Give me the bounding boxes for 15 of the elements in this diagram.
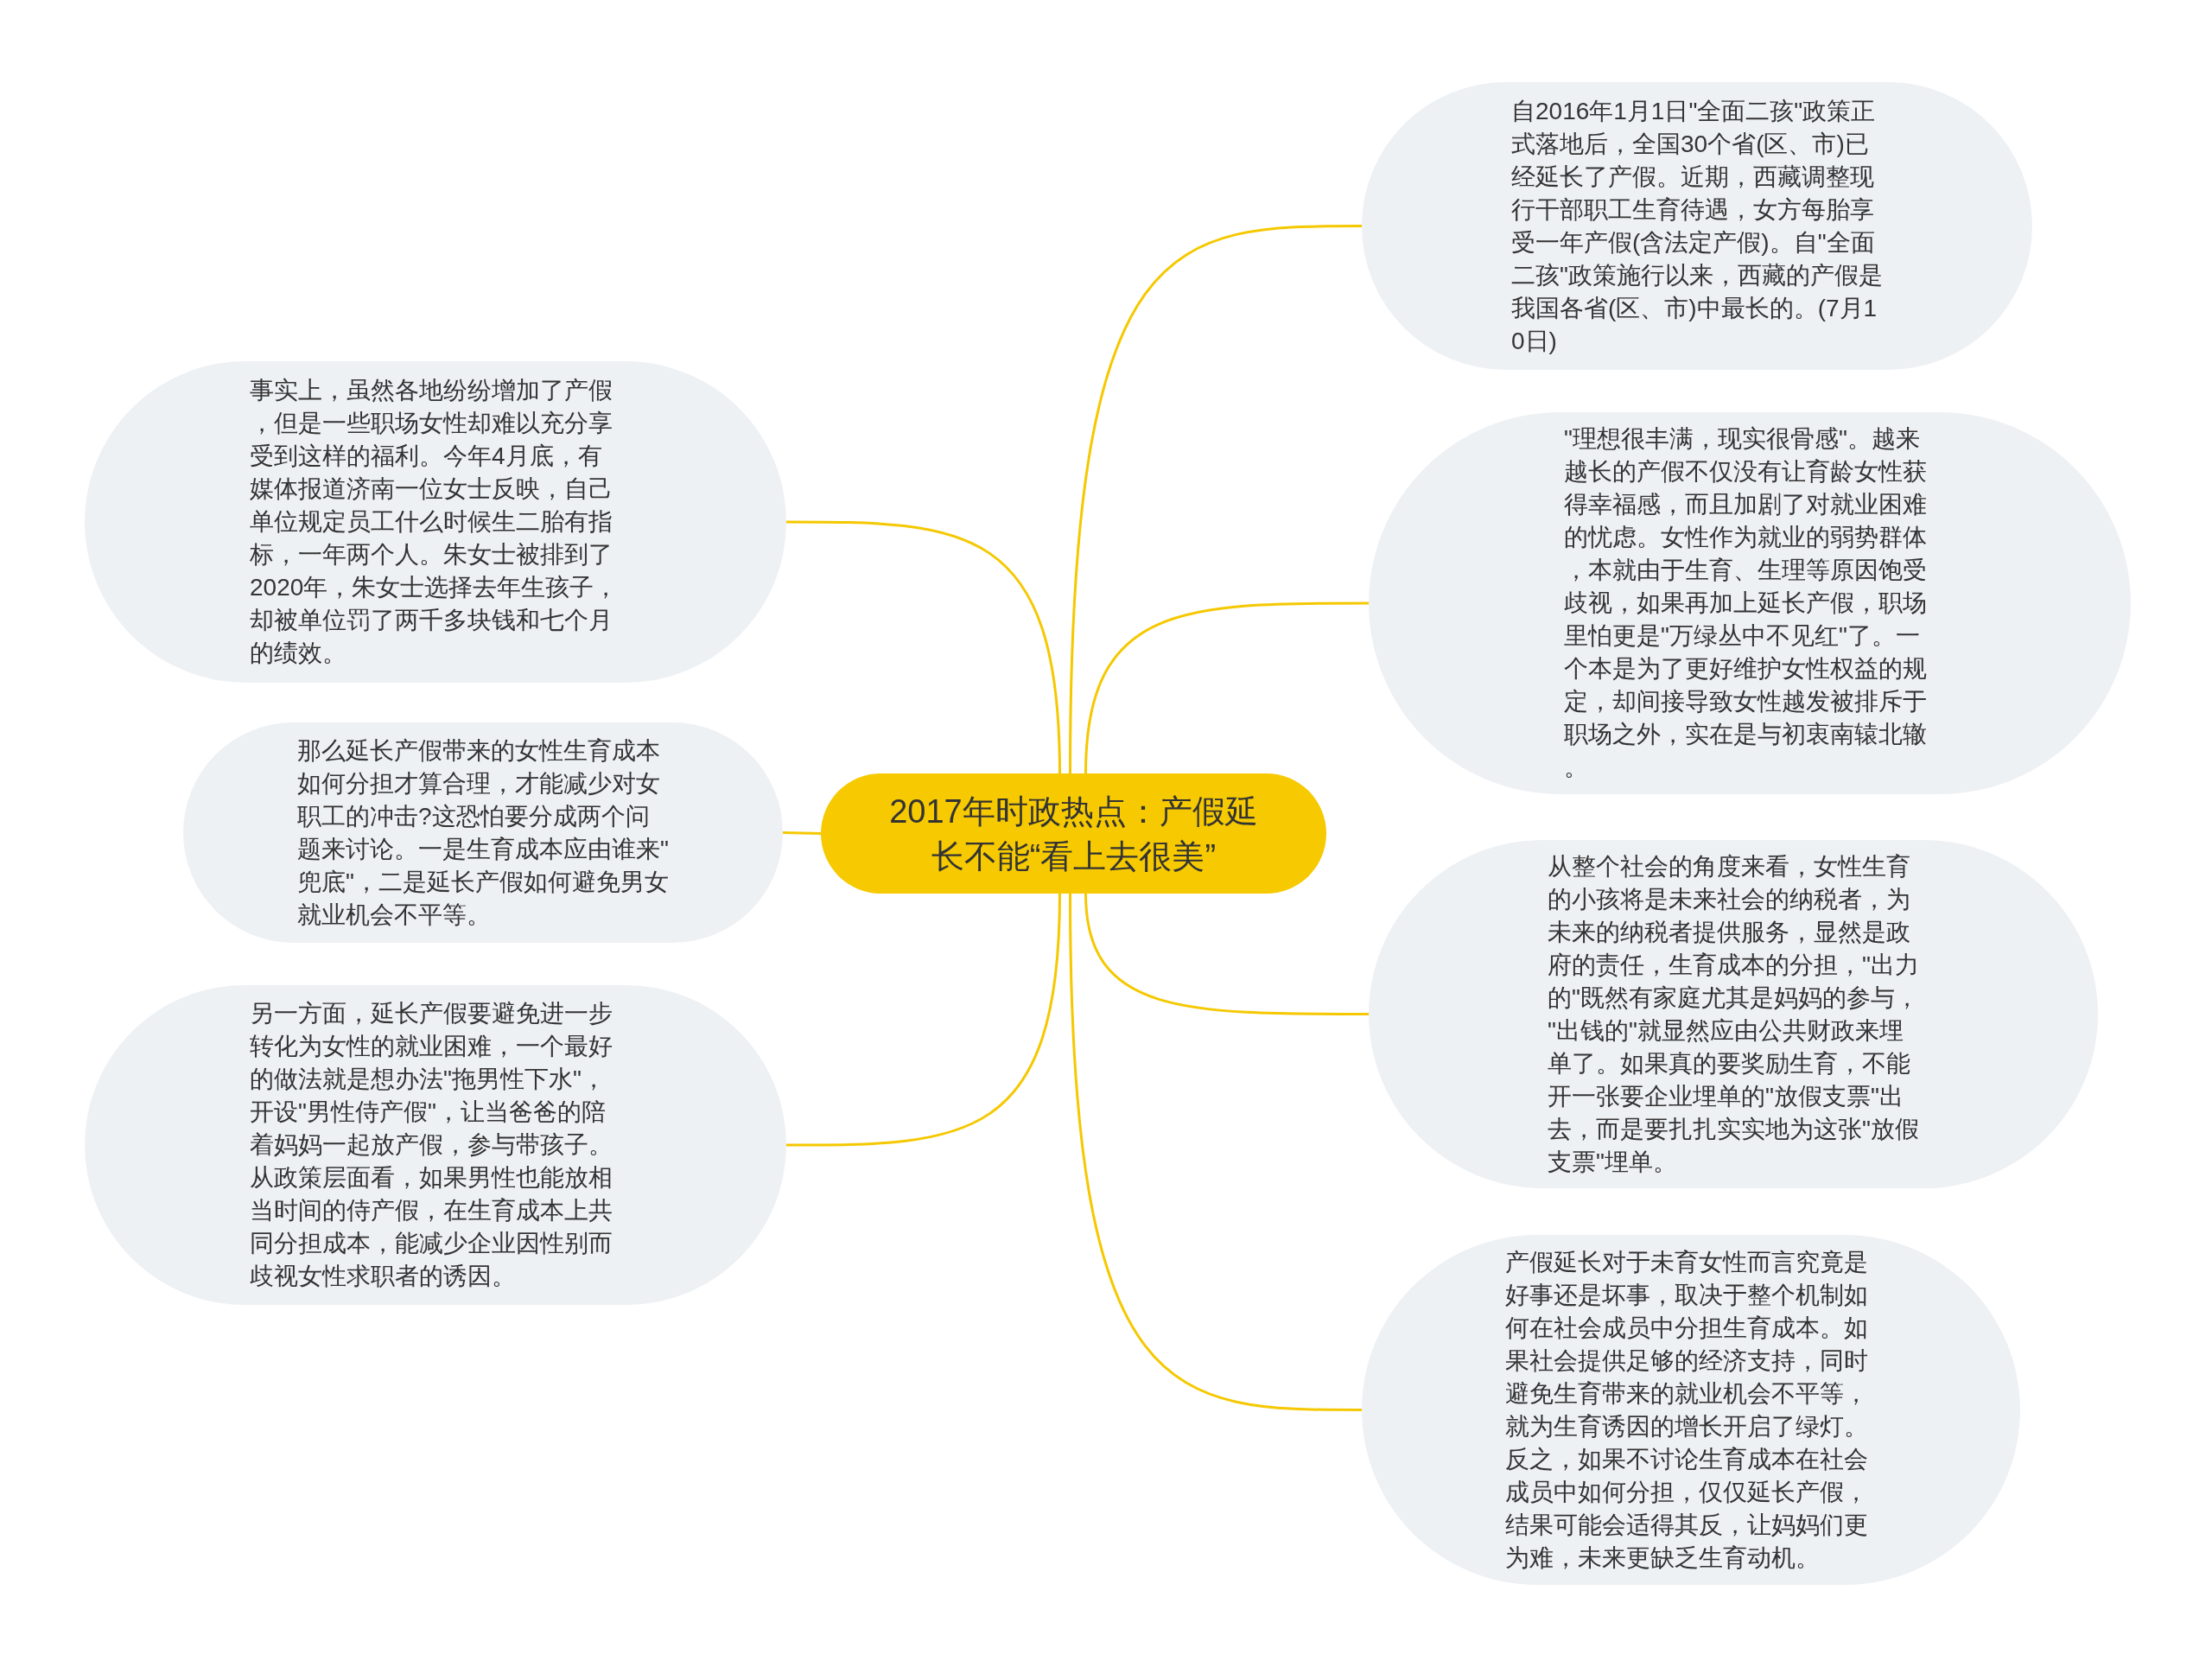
connector-line <box>1069 225 1362 774</box>
node-text: 事实上，虽然各地纷纷增加了产假，但是一些职场女性却难以充分享受到这样的福利。今年4月底，有媒体报道济南一位女士反映，自己单位规定员工什么时候生二胎有指标，一年两个人。朱女士被排到了2020年，朱女士选择去年生孩子，却被单位罚了两千多块钱和七个月的绩效。 <box>250 376 620 668</box>
node-text: 2017年时政热点：产假延长不能“看上去很美” <box>888 792 1259 876</box>
connector-line <box>1084 601 1369 774</box>
node-text: 自2016年1月1日"全面二孩"政策正式落地后，全国30个省(区、市)已经延长了产假。近期，西藏调整现行干部职工生育待遇，女方每胎享受一年产假(含法定产假)。自"全面二孩"政策施行以来，西藏的产假是我国各省(区、市)中最长的。(7月10日) <box>1511 96 1883 356</box>
connector-line <box>1084 893 1369 1015</box>
node-text: 另一方面，延长产假要避免进一步转化为女性的就业困难，一个最好的做法就是想办法"拖男性下水"，开设"男性侍产假"，让当爸爸的陪着妈妈一起放产假，参与带孩子。从政策层面看，如果男性也能放相当时间的侍产假，在生育成本上共同分担成本，能减少企业因性别而歧视女性求职者的诱因。 <box>250 999 613 1291</box>
node-text: 从整个社会的角度来看，女性生育的小孩将是未来社会的纳税者，为未来的纳税者提供服务，显然是政府的责任，生育成本的分担，"出力的"既然有家庭尤其是妈妈的参与，"出钱的"就显然应由公共财政来埋单了。如果真的要奖励生育，不能开一张要企业埋单的"放假支票"出去，而是要扎扎实实地为这张"放假支票"埋单。 <box>1548 851 1919 1177</box>
connector-line <box>1069 893 1362 1411</box>
node-text: "理想很丰满，现实很骨感"。越来越长的产假不仅没有让育龄女性获得幸福感，而且加剧了对就业困难的忧虑。女性作为就业的弱势群体，本就由于生育、生理等原因饱受歧视，如果再加上延长产假，职场里怕更是"万绿丛中不见红"了。一个本是为了更好维护女性权益的规定，却间接导致女性越发被排斥于职场之外，实在是与初衷南辕北辙。 <box>1564 424 1928 782</box>
node-text: 产假延长对于未育女性而言究竟是好事还是坏事，取决于整个机制如何在社会成员中分担生育成本。如果社会提供足够的经济支持，同时避免生育带来的就业机会不平等，就为生育诱因的增长开启了绿灯。反之，如果不讨论生育成本在社会成员中如何分担，仅仅延长产假，结果可能会适得其反，让妈妈们更为难，未来更缺乏生育动机。 <box>1505 1247 1869 1573</box>
connector-line <box>782 831 822 835</box>
connector-line <box>786 893 1061 1147</box>
connector-line <box>786 520 1061 774</box>
node-text: 那么延长产假带来的女性生育成本如何分担才算合理，才能减少对女职工的冲击?这恐怕要分成两个问题来讨论。一是生育成本应由谁来"兜底"，二是延长产假如何避免男女就业机会不平等。 <box>297 735 669 930</box>
